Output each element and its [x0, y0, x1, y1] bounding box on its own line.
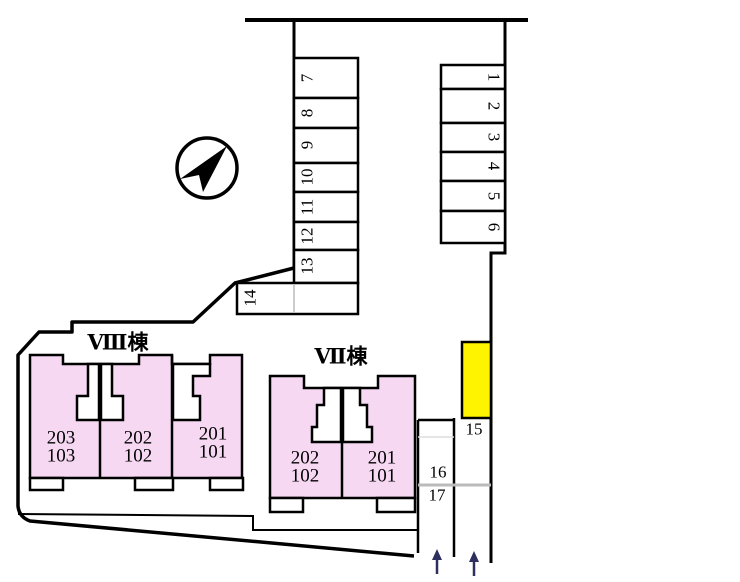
space-number-10: 10: [298, 169, 317, 186]
unit-label: 203: [47, 428, 76, 449]
stairwell-icon: [171, 362, 212, 422]
entrance-porch: [208, 476, 245, 492]
building-viii-unit-labels: 203 103 202 102 201 101: [47, 424, 228, 467]
up-arrow-icon: [432, 549, 442, 560]
space-number-3: 3: [485, 133, 504, 142]
entrance-porch: [375, 496, 417, 514]
space-number-14: 14: [241, 289, 260, 307]
compass-icon: [175, 136, 239, 200]
parking-numbers-right: 1 2 3 4 5 6: [485, 73, 504, 232]
space-number-12: 12: [298, 228, 317, 245]
space-number-11: 11: [298, 199, 317, 215]
parking-column-side: [416, 340, 493, 557]
site-boundary-left-bottom: [16, 266, 415, 558]
parking-space-1: [439, 63, 507, 91]
parking-space-2: [439, 87, 507, 125]
unit-label: 201: [199, 424, 228, 445]
space-number-6: 6: [485, 223, 504, 232]
space-number-9: 9: [298, 141, 317, 150]
space-number-7: 7: [298, 73, 317, 82]
unit-label: 102: [291, 466, 320, 487]
parking-column-left: [235, 56, 360, 316]
entrance-porch: [133, 476, 175, 492]
unit-label: 202: [291, 448, 320, 469]
parking-space-4: [439, 150, 507, 183]
space-number-16: 16: [430, 463, 447, 482]
space-number-2: 2: [485, 102, 504, 111]
space-number-1: 1: [485, 73, 504, 82]
space-number-8: 8: [298, 109, 317, 118]
parking-space-13: [292, 248, 360, 285]
unit-label: 202: [124, 428, 153, 449]
building-vii-title: Ⅶ棟: [313, 344, 368, 369]
unit-label: 101: [368, 466, 397, 487]
unit-label: 102: [124, 446, 153, 467]
entrance-porch: [268, 496, 305, 514]
unit-label: 201: [368, 448, 397, 469]
space-number-17: 17: [429, 486, 447, 505]
parking-space-7: [292, 56, 360, 100]
unit-label: 103: [47, 446, 76, 467]
space-number-4: 4: [485, 162, 504, 171]
pavement-step-line: [17, 513, 417, 531]
parking-column-right: [439, 63, 507, 245]
parking-space-11: [292, 190, 360, 224]
parking-space-14: [235, 281, 360, 316]
entrance-porch: [28, 476, 65, 492]
compass-needle: [180, 146, 227, 192]
parking-space-6: [439, 209, 507, 245]
space-number-13: 13: [298, 258, 317, 275]
space-number-15: 15: [466, 420, 483, 439]
unit-label: 101: [199, 442, 228, 463]
parking-space-9: [292, 126, 360, 165]
parking-numbers-left: 7 8 9 10 11 12 13 14: [241, 73, 317, 306]
parking-space-12: [292, 220, 360, 252]
entrance-arrows: [432, 549, 479, 576]
up-arrow-icon: [469, 551, 479, 562]
building-viii: [28, 353, 245, 492]
parking-space-3: [439, 121, 507, 154]
compass-circle: [175, 136, 239, 200]
building-viii-title: Ⅷ棟: [87, 330, 150, 355]
highlighted-space-15: [460, 340, 493, 420]
building-vii-unit-labels: 202 102 201 101: [291, 448, 397, 487]
building-vii: [268, 374, 417, 514]
stairwell-icon: [341, 386, 374, 444]
space-number-5: 5: [485, 192, 504, 201]
